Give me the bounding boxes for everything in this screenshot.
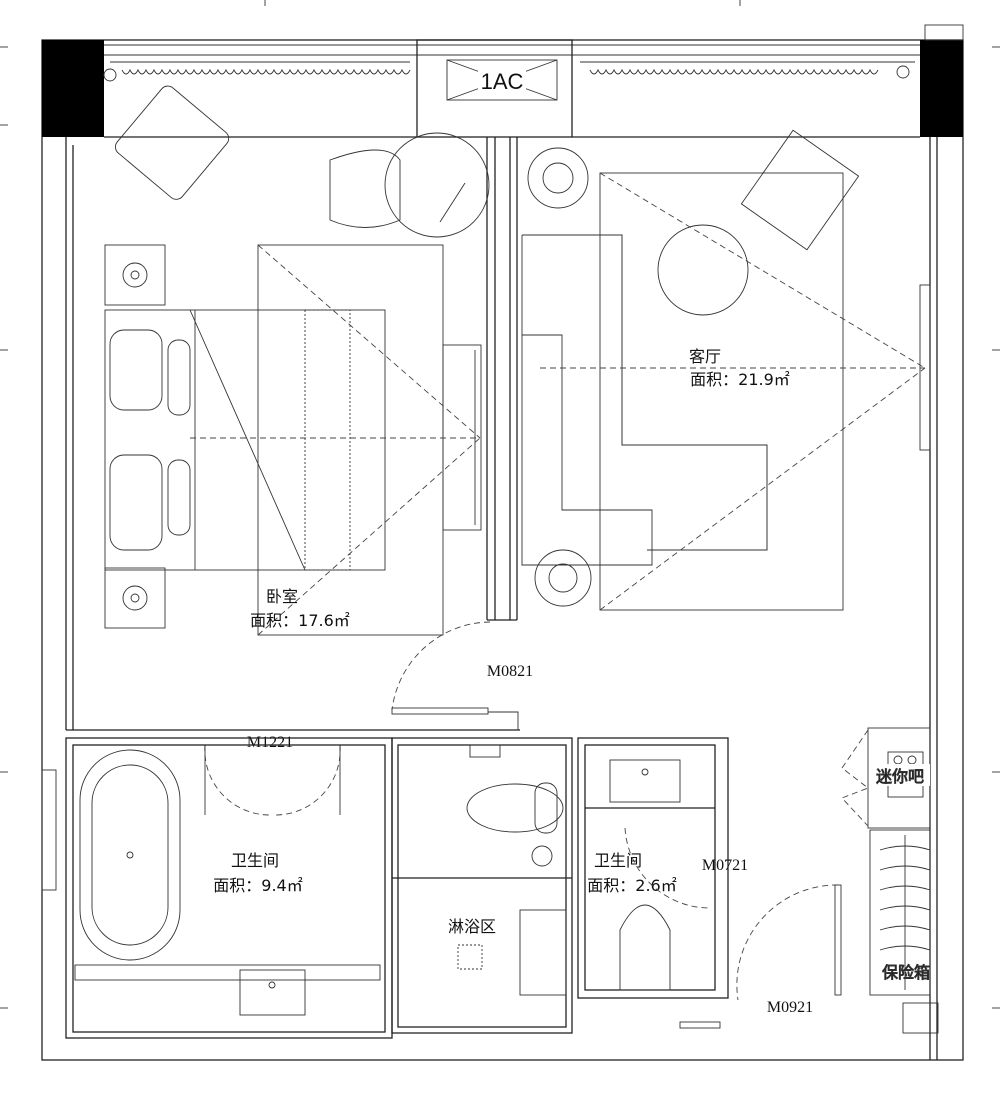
ac-unit: 1AC (416, 39, 573, 138)
safe-label: 保险箱 (882, 963, 930, 982)
bedroom-name: 卧室 (266, 587, 298, 606)
bed (104, 309, 386, 571)
bathroom-fixtures (74, 744, 721, 1029)
column-right (920, 40, 963, 137)
bedroom-furniture (104, 85, 490, 636)
main-bathroom-name: 卫生间 (231, 851, 279, 870)
living-room-area: 面积：21.9㎡ (690, 370, 790, 389)
small-toilet (619, 904, 671, 991)
shower-area-name: 淋浴区 (448, 917, 496, 936)
partition-wall (486, 137, 518, 621)
wardrobe (869, 829, 931, 996)
toilet (466, 783, 564, 833)
ac-label: 1AC (481, 69, 524, 94)
living-furniture (521, 129, 931, 611)
small-sink (609, 759, 681, 803)
outer-walls (41, 24, 964, 1061)
room-labels: 客厅 面积：21.9㎡ 卧室 面积：17.6㎡ 卫生间 面积：9.4㎡ 卫生间 … (213, 347, 790, 936)
small-bathroom-name: 卫生间 (594, 851, 642, 870)
door-code-m1221: M1221 (247, 734, 293, 751)
living-room-name: 客厅 (689, 347, 721, 366)
door-code-m0821: M0821 (487, 663, 533, 680)
main-bathroom-area: 面积：9.4㎡ (213, 876, 302, 895)
curtains (103, 61, 915, 82)
door-code-m0721: M0721 (702, 857, 748, 874)
bedroom-area: 面积：17.6㎡ (250, 611, 350, 630)
bathtub (79, 749, 181, 961)
column-left (42, 40, 104, 137)
minibar-label: 迷你吧 (876, 767, 924, 786)
shower-drain (457, 944, 483, 970)
sink (239, 969, 306, 1016)
margin-ticks (0, 0, 1000, 1009)
door-code-m0921: M0921 (767, 999, 813, 1016)
minibar-wardrobe: 迷你吧 保险箱 (841, 727, 939, 1034)
doors: M0821 M1221 M0721 M0921 (204, 621, 842, 1016)
small-bathroom-area: 面积：2.6㎡ (587, 876, 676, 895)
